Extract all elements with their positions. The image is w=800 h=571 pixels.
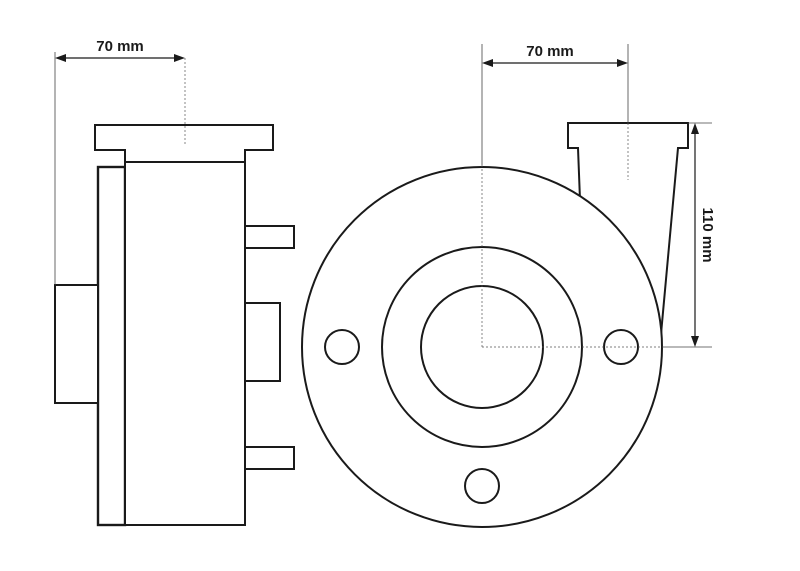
left-width-label: 70 mm	[96, 38, 144, 55]
right-width-label: 70 mm	[526, 43, 574, 60]
side-view: 70 mm	[54, 38, 295, 527]
bolt-hole-right	[603, 329, 639, 365]
height-arrow-bottom	[691, 336, 699, 347]
middle-lug	[244, 302, 281, 382]
left-width-arrow-left	[55, 54, 66, 62]
upper-lug	[244, 225, 295, 249]
flange-plate	[96, 165, 127, 527]
outlet-cap	[94, 124, 274, 163]
motor-stub	[54, 284, 99, 404]
lower-lug	[244, 446, 295, 470]
pump-body	[124, 149, 246, 526]
right-width-arrow-left	[482, 59, 493, 67]
height-arrow-top	[691, 123, 699, 134]
front-view: 70 mm 110 mm	[301, 43, 716, 528]
height-label: 110 mm	[699, 207, 716, 262]
right-width-arrow-right	[617, 59, 628, 67]
bolt-hole-bottom	[464, 468, 500, 504]
left-width-arrow-right	[174, 54, 185, 62]
bolt-hole-left	[324, 329, 360, 365]
